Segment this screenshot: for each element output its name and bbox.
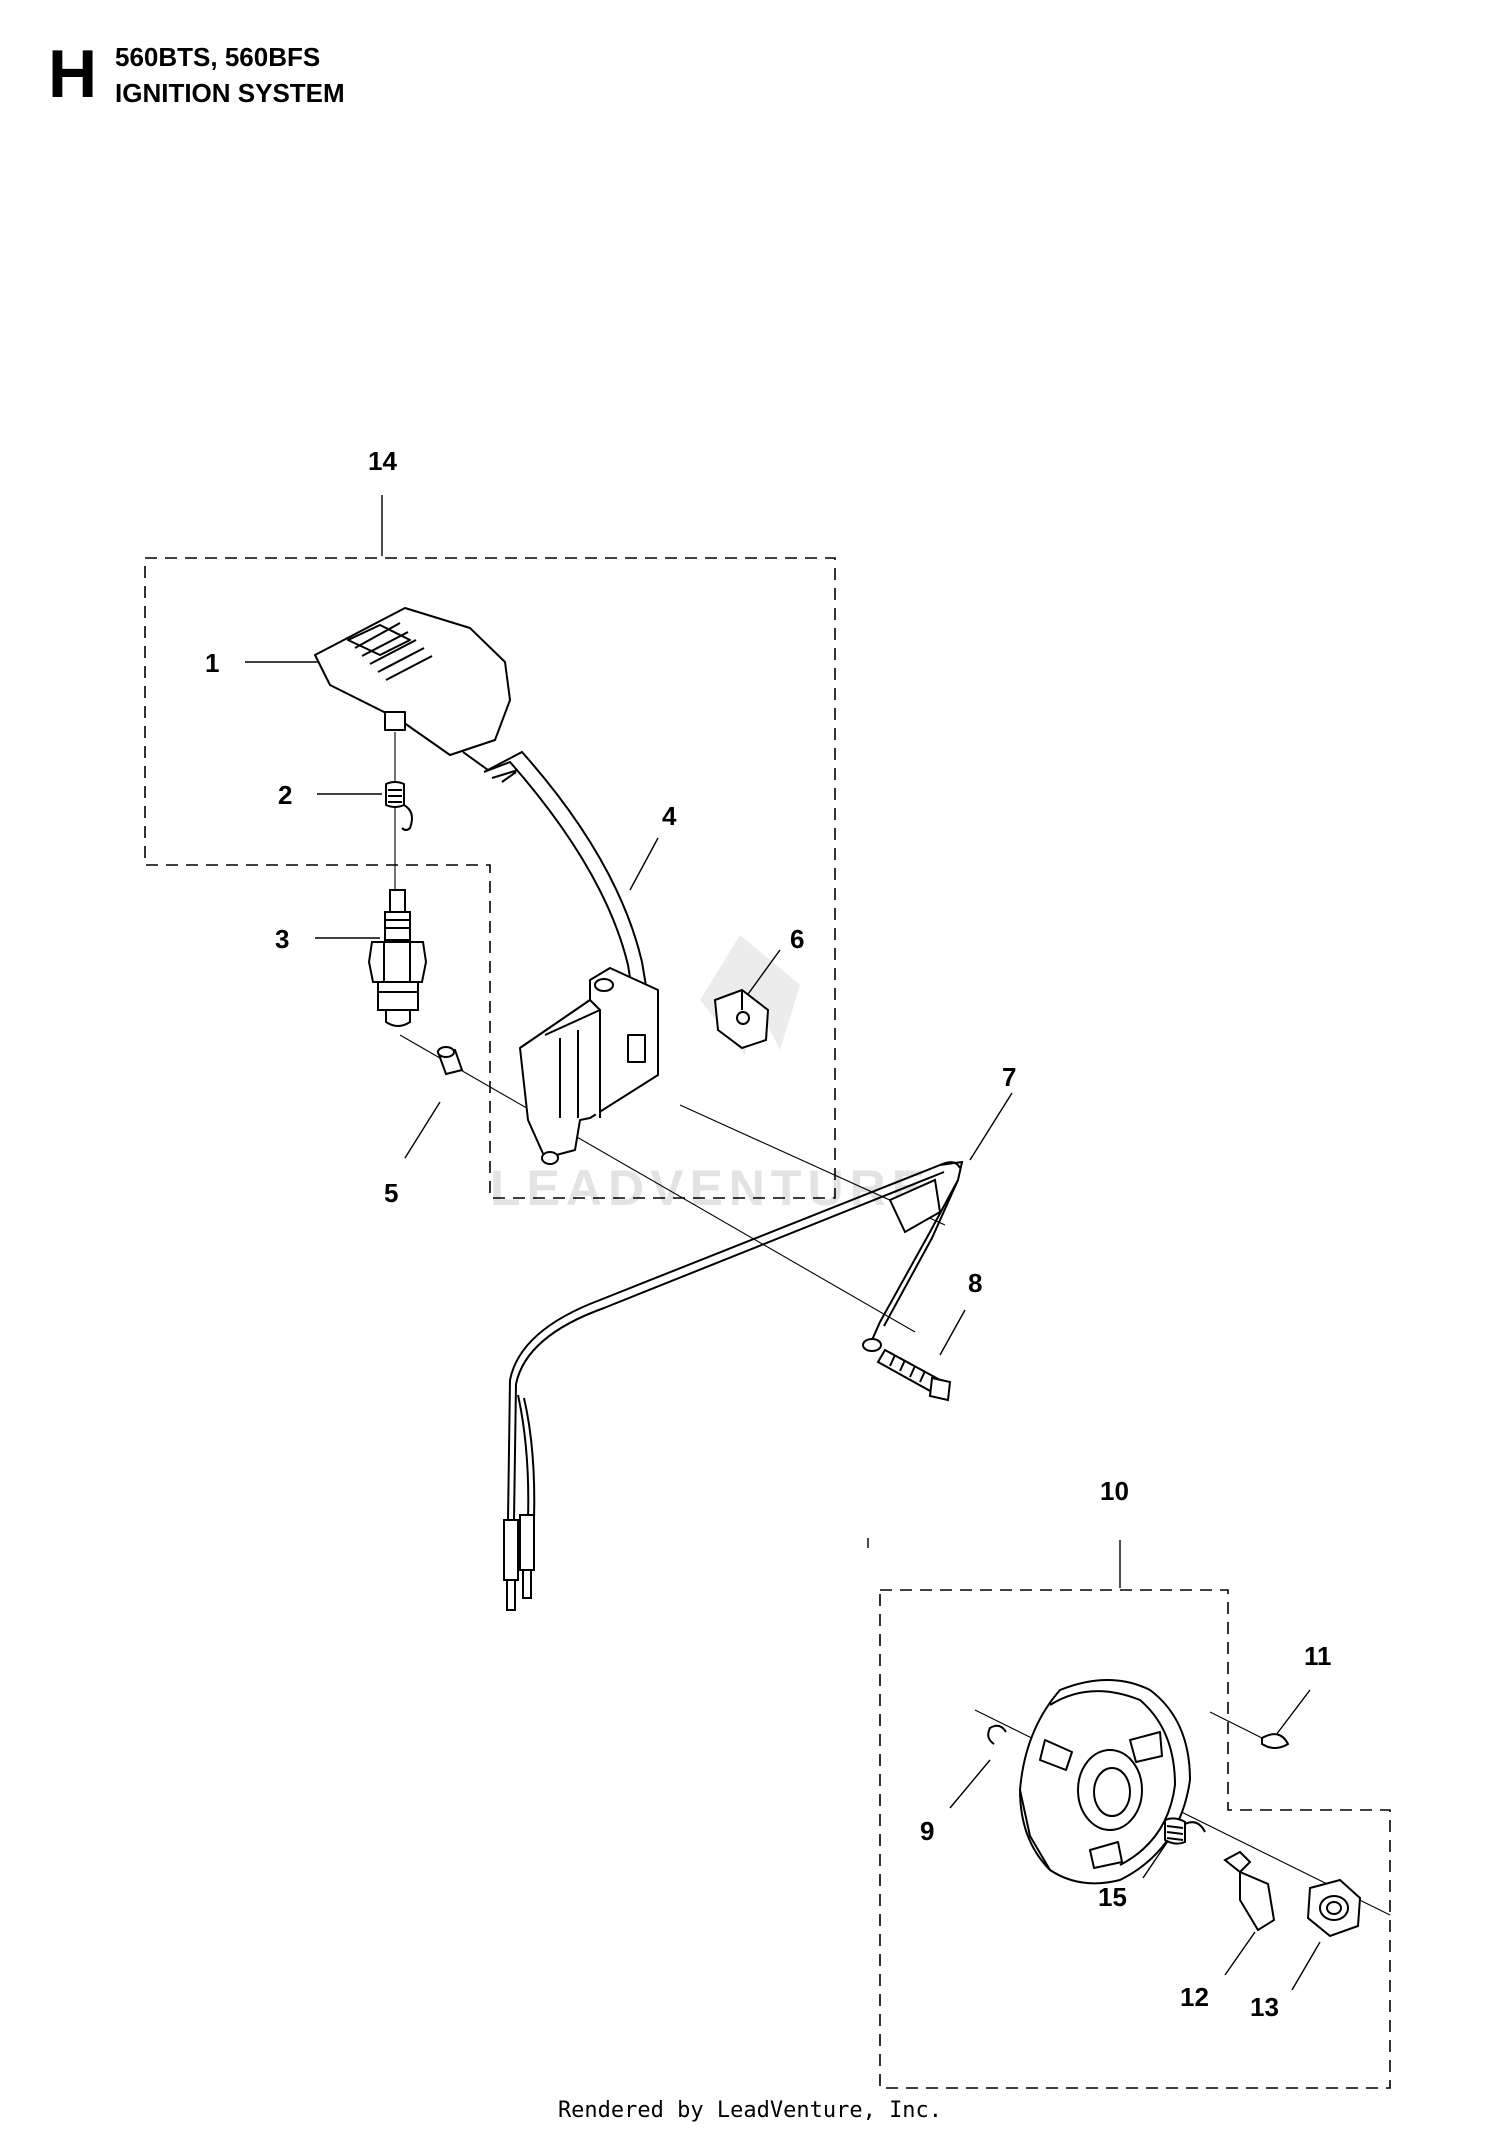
part-6-clamp	[713, 988, 770, 1050]
callout-7: 7	[1002, 1062, 1016, 1092]
leader-5	[404, 1101, 441, 1159]
part-8-screw	[862, 1338, 952, 1402]
callout-11: 11	[1304, 1641, 1332, 1671]
leader-8	[939, 1309, 966, 1356]
assembly-14-outline	[144, 557, 836, 1199]
callout-12: 12	[1180, 1982, 1209, 2012]
model-numbers: 560BTS, 560BFS	[115, 42, 321, 72]
callout-15: 15	[1098, 1882, 1127, 1912]
leader-12	[1224, 1931, 1256, 1976]
part-7-cable	[503, 1160, 964, 1611]
callout-5: 5	[384, 1178, 398, 1208]
callout-13: 13	[1250, 1992, 1279, 2022]
callout-9: 9	[920, 1816, 934, 1846]
part-5-spacer	[436, 1046, 464, 1076]
callout-labels: 14 1 2 3 4 5 6 7 8 10 11 9 15 12 13	[205, 446, 1332, 2022]
callout-3: 3	[275, 924, 289, 954]
leader-4	[629, 837, 659, 891]
assembly-10-outline	[879, 1589, 1391, 2089]
leader-7	[969, 1092, 1013, 1161]
callout-10: 10	[1100, 1476, 1129, 1506]
watermark-text: LEADVENTURE	[490, 1160, 931, 1216]
callout-2: 2	[278, 780, 292, 810]
part-12-pawl	[1223, 1850, 1276, 1932]
callout-14: 14	[368, 446, 397, 476]
part-15-spring	[1164, 1817, 1206, 1845]
part-3-spark-plug	[367, 889, 428, 1027]
part-2-spring	[385, 781, 413, 831]
callout-1: 1	[205, 648, 219, 678]
section-letter: H	[48, 36, 98, 112]
part-11-key	[1261, 1733, 1290, 1749]
part-4-ignition-coil	[519, 967, 659, 1165]
part-10-flywheel	[1019, 1679, 1191, 1885]
footer-credit: Rendered by LeadVenture, Inc.	[557, 2098, 943, 2123]
leader-15	[1142, 1837, 1171, 1879]
part-9-circlip	[987, 1724, 1007, 1745]
part-13-nut	[1306, 1878, 1362, 1938]
callout-4: 4	[662, 801, 677, 831]
callout-8: 8	[968, 1268, 982, 1298]
leader-11	[1275, 1689, 1311, 1736]
part-1-spark-plug-boot	[314, 607, 511, 756]
section-title: IGNITION SYSTEM	[115, 78, 345, 108]
centerline-mount	[399, 1034, 916, 1333]
leader-13	[1291, 1941, 1321, 1991]
centerline-key	[1209, 1711, 1263, 1739]
leader-9	[949, 1759, 991, 1809]
callout-6: 6	[790, 924, 804, 954]
